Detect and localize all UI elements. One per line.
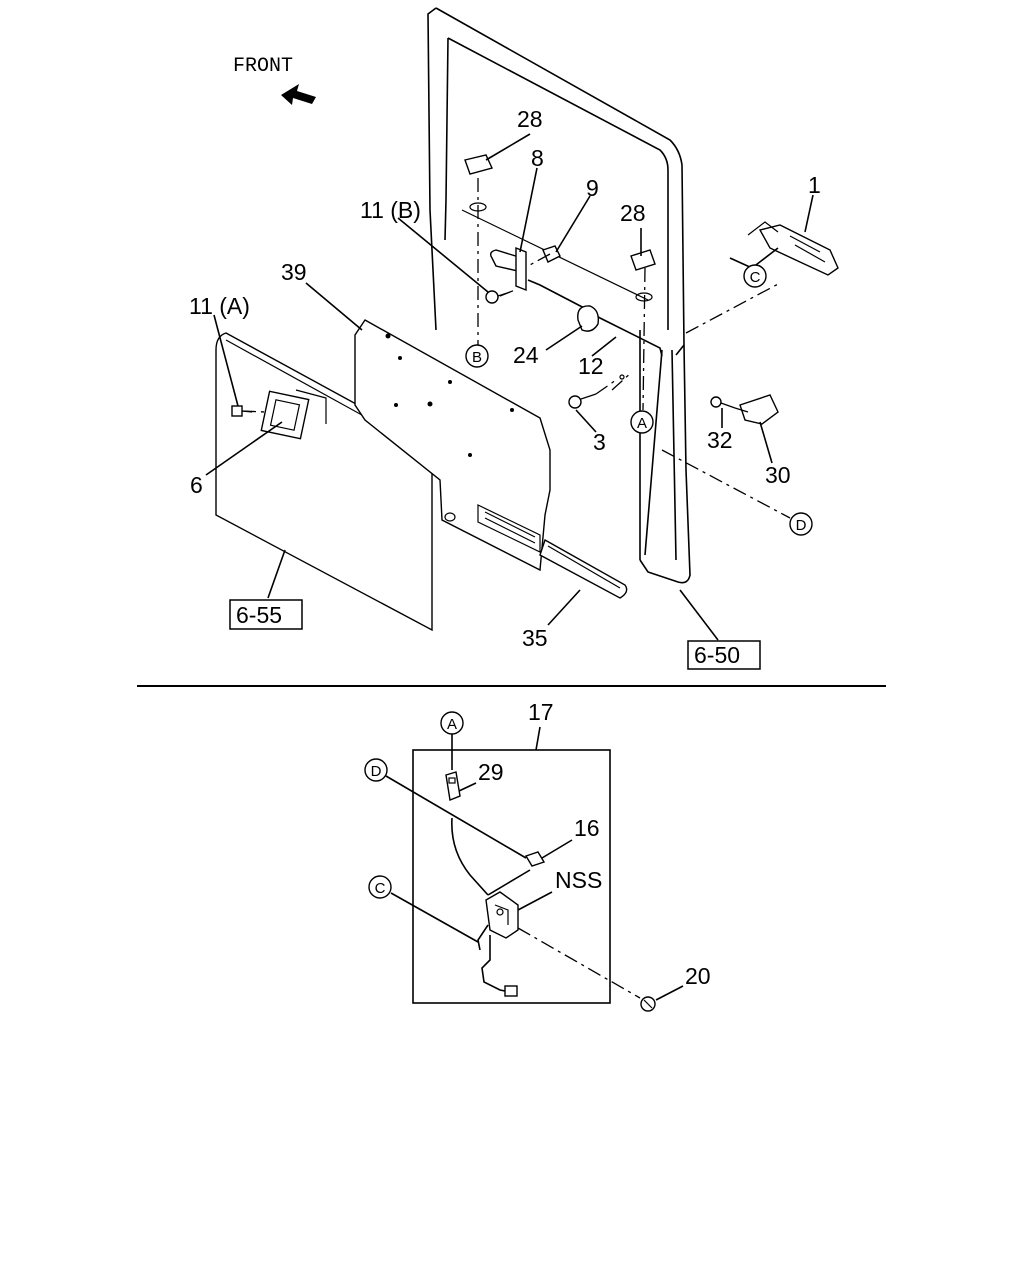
callout-nss: NSS [555,867,602,893]
callout-17: 17 [528,699,554,725]
ref-box-6-50: 6-50 [687,640,761,670]
ref-box-6-55: 6-55 [229,599,303,630]
callout-11b: 11 (B) [360,197,421,223]
screw-32 [710,396,736,409]
front-indicator: FRONT [233,55,316,105]
cap-28-right [630,249,656,271]
callout-28-left: 28 [517,106,543,132]
bolt-20 [640,996,656,1012]
latch-body [477,891,519,997]
ref-6-55-label: 6-55 [236,602,282,628]
circle-ref-a-top: A [630,410,654,434]
circle-ref-c-top: C [743,264,767,288]
cap-28-left [464,154,493,175]
circle-ref-d-label: D [796,517,807,534]
circle-ref-d-top: D [789,512,813,536]
sill-strip-35 [539,538,628,599]
dash-lines-top [241,178,791,519]
callout-6: 6 [190,472,203,498]
leader-lines-top [205,133,814,641]
callout-29: 29 [478,759,504,785]
inside-handle-8 [489,246,527,292]
bolt-3 [568,393,597,409]
callout-32: 32 [707,427,733,453]
front-label: FRONT [233,55,293,78]
callout-12: 12 [578,353,604,379]
circle-ref-c-bottom-label: C [375,880,386,897]
callout-16: 16 [574,815,600,841]
circle-ref-c-label: C [750,269,761,286]
callout-24: 24 [513,342,539,368]
callout-39: 39 [281,259,307,285]
circle-ref-a-bottom-label: A [447,716,457,733]
clip-29 [445,771,461,801]
callout-11a: 11 (A) [189,293,250,319]
callout-35: 35 [522,625,548,651]
lock-assembly-17: 17 29 A 16 D [364,699,711,1012]
ref-6-50-label: 6-50 [694,642,740,668]
inner-panel-39 [354,319,551,572]
bracket-30 [739,394,779,425]
circle-ref-b-label: B [472,349,482,366]
callout-9: 9 [586,175,599,201]
callout-1: 1 [808,172,821,198]
callout-30: 30 [765,462,791,488]
callout-20: 20 [685,963,711,989]
callout-3: 3 [593,429,606,455]
callout-8: 8 [531,145,544,171]
nut-16 [524,851,546,867]
callout-28-right: 28 [620,200,646,226]
circle-ref-a-label: A [637,415,647,432]
clip-9 [542,245,561,263]
circle-ref-d-bottom-label: D [371,763,382,780]
cable-12 [527,279,663,380]
front-arrow-icon [281,84,316,105]
circle-ref-b-top: B [465,344,489,368]
